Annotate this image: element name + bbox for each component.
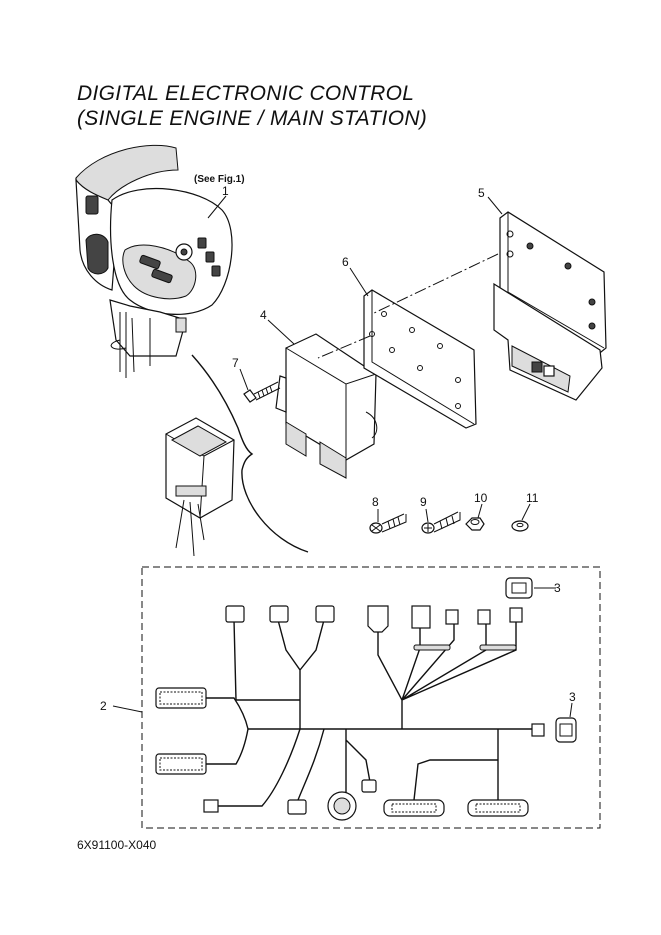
see-figure-note: (See Fig.1) bbox=[194, 174, 245, 185]
screw-part-9 bbox=[421, 511, 461, 534]
callout-9: 9 bbox=[420, 495, 427, 509]
detail-control-unit bbox=[165, 417, 235, 557]
callout-7: 7 bbox=[232, 356, 239, 370]
callout-2: 2 bbox=[100, 699, 107, 713]
drawing-code: 6X91100-X040 bbox=[77, 838, 157, 852]
diagram-title-line1: DIGITAL ELECTRONIC CONTROL bbox=[77, 82, 415, 105]
harness-connectors bbox=[155, 605, 545, 821]
mounting-plate-part-6 bbox=[363, 289, 477, 429]
bracket-part-5 bbox=[493, 211, 607, 401]
control-lever-part-1 bbox=[75, 144, 233, 378]
callout-4: 4 bbox=[260, 308, 267, 322]
harness-kit-box bbox=[141, 566, 601, 829]
connector-cap-part-3-lower bbox=[555, 717, 577, 743]
callout-3-lower: 3 bbox=[569, 690, 576, 704]
control-unit-part-4 bbox=[275, 333, 378, 479]
callout-5: 5 bbox=[478, 186, 485, 200]
diagram-title-line2: (SINGLE ENGINE / MAIN STATION) bbox=[77, 107, 428, 130]
screw-part-8 bbox=[369, 513, 407, 534]
callout-8: 8 bbox=[372, 495, 379, 509]
callout-6: 6 bbox=[342, 255, 349, 269]
washer-part-11 bbox=[511, 520, 529, 532]
bolt-part-7 bbox=[243, 381, 281, 403]
connector-cap-part-3-upper bbox=[505, 577, 533, 599]
leader-lines bbox=[112, 195, 573, 718]
callout-10: 10 bbox=[474, 491, 488, 505]
wire-harness-part-2 bbox=[206, 619, 532, 807]
callout-11: 11 bbox=[526, 491, 539, 505]
callout-1: 1 bbox=[222, 184, 229, 198]
detail-view-curve bbox=[191, 354, 309, 553]
callout-3-upper: 3 bbox=[554, 581, 561, 595]
nut-part-10 bbox=[465, 517, 485, 531]
